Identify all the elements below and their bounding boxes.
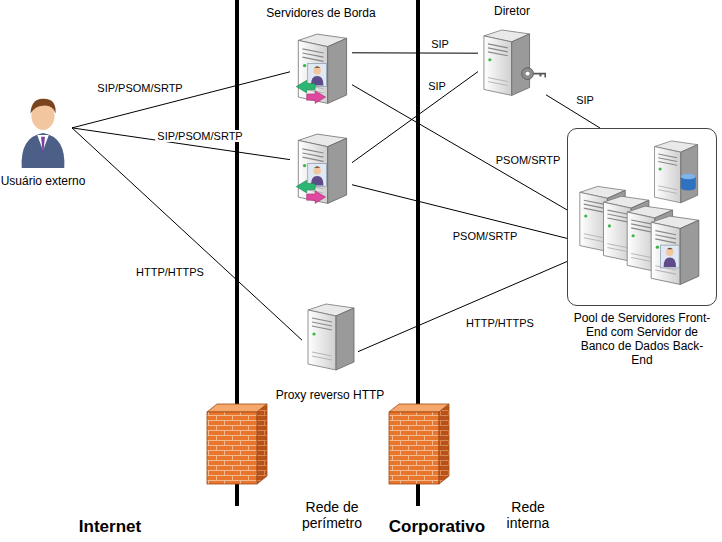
- edge-label: SIP/PSOM/SRTP: [155, 130, 244, 142]
- firewall-icon: [207, 404, 267, 484]
- node-icon: [302, 302, 358, 374]
- director-server: Diretor: [478, 22, 546, 102]
- reverse-proxy: Proxy reverso HTTP: [302, 302, 358, 374]
- node-label: Pool de Servidores Front-End com Servido…: [572, 311, 712, 367]
- connector-line: [358, 262, 567, 352]
- edge-label: SIP: [426, 80, 448, 92]
- firewall-icon: [389, 404, 449, 484]
- node-label: Usuário externo: [1, 174, 86, 188]
- area-title: Corporativo: [389, 517, 485, 537]
- edge-server: [290, 130, 352, 206]
- connector-line: [72, 72, 290, 128]
- edge-label: HTTP/HTTPS: [134, 266, 206, 278]
- node-label: Servidores de Borda: [266, 6, 375, 20]
- connector-line: [72, 128, 290, 160]
- node-icon: [478, 22, 546, 102]
- connector-line: [546, 95, 600, 128]
- edge-label: PSOM/SRTP: [494, 154, 563, 166]
- node-icon: [568, 129, 716, 305]
- node-icon: [14, 92, 72, 170]
- server-pool: Pool de Servidores Front-End com Servido…: [567, 128, 717, 306]
- area-title: Internet: [79, 517, 141, 537]
- node-label: Diretor: [494, 4, 530, 18]
- node-icon: [290, 130, 352, 206]
- node-icon: [290, 30, 352, 106]
- connector-line: [352, 52, 478, 53]
- edge-server: Servidores de Borda: [290, 30, 352, 106]
- zone-label: Rede de perímetro: [292, 499, 372, 531]
- user-icon: Usuário externo: [14, 92, 72, 170]
- connector-line: [352, 72, 478, 163]
- node-label: Proxy reverso HTTP: [276, 388, 385, 402]
- zone-label: Rede interna: [498, 499, 558, 531]
- connector-line: [72, 128, 302, 340]
- edge-label: PSOM/SRTP: [451, 230, 520, 242]
- edge-label: SIP/PSOM/SRTP: [95, 82, 184, 94]
- connector-line: [352, 85, 567, 210]
- edge-label: SIP: [574, 94, 596, 106]
- edge-label: SIP: [429, 38, 451, 50]
- edge-label: HTTP/HTTPS: [464, 317, 536, 329]
